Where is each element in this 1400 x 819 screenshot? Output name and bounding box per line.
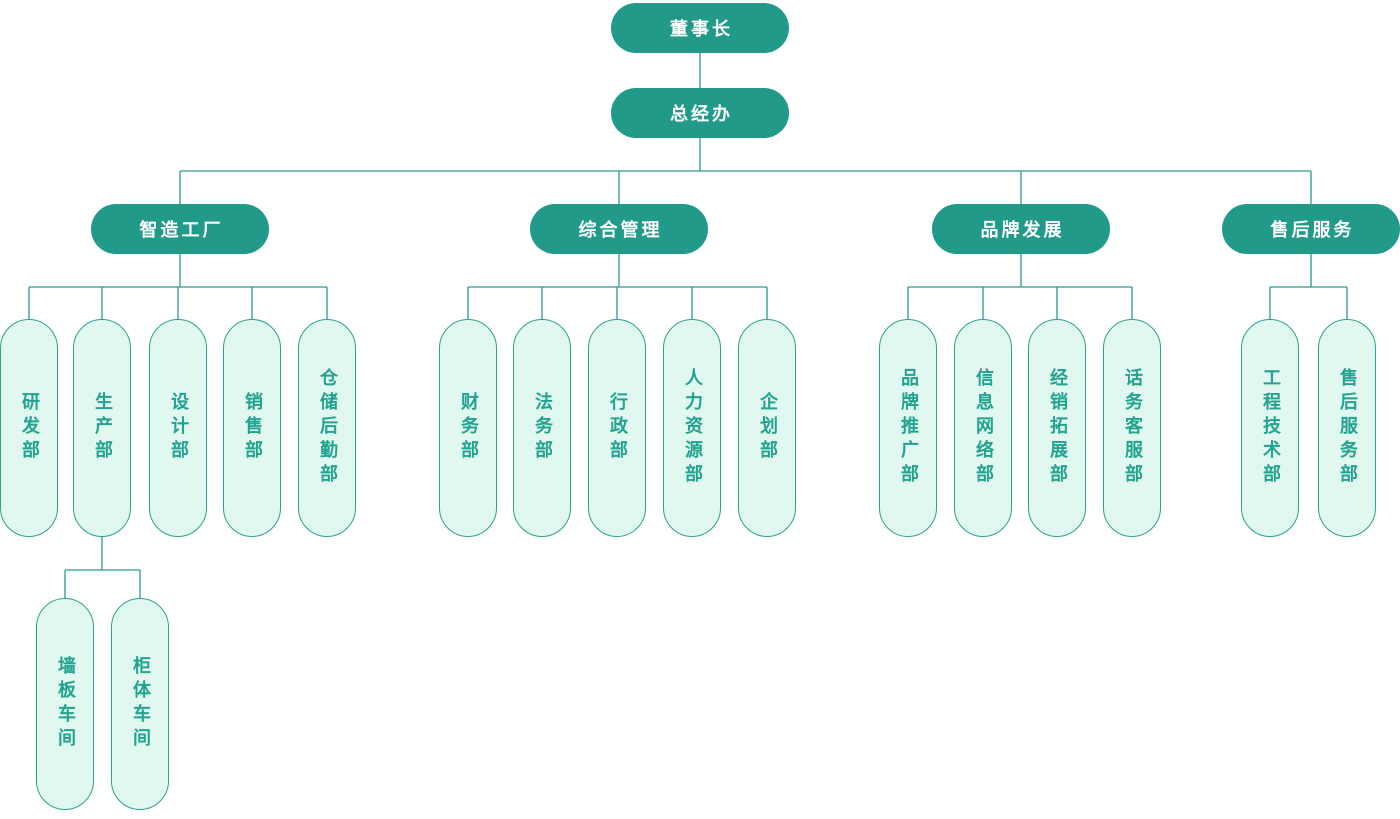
dept-planning-label: 企划部 [757, 392, 778, 464]
dept-sales[interactable]: 销售部 [223, 319, 281, 537]
branch-after-sales-label: 售后服务 [1270, 220, 1355, 241]
dept-rd-label: 研发部 [19, 392, 40, 464]
dept-admin-label: 行政部 [607, 392, 628, 464]
workshop-cabinet-label: 柜体车间 [130, 656, 151, 752]
dept-legal[interactable]: 法务部 [513, 319, 571, 537]
dept-dealer-expansion[interactable]: 经销拓展部 [1028, 319, 1086, 537]
dept-info-network-label: 信息网络部 [973, 368, 994, 488]
dept-call-service[interactable]: 话务客服部 [1103, 319, 1161, 537]
dept-after-sales-service-label: 售后服务部 [1337, 368, 1358, 488]
dept-hr-label: 人力资源部 [682, 368, 703, 488]
dept-sales-label: 销售部 [242, 392, 263, 464]
dept-production[interactable]: 生产部 [73, 319, 131, 537]
dept-hr[interactable]: 人力资源部 [663, 319, 721, 537]
dept-legal-label: 法务部 [532, 392, 553, 464]
dept-production-label: 生产部 [92, 392, 113, 464]
dept-finance-label: 财务部 [458, 392, 479, 464]
dept-info-network[interactable]: 信息网络部 [954, 319, 1012, 537]
branch-smart-factory-label: 智造工厂 [139, 220, 224, 241]
dept-engineering-tech-label: 工程技术部 [1260, 368, 1281, 488]
workshop-wall-panel-label: 墙板车间 [55, 656, 76, 752]
dept-dealer-expansion-label: 经销拓展部 [1047, 368, 1068, 488]
dept-planning[interactable]: 企划部 [738, 319, 796, 537]
branch-general-management[interactable]: 综合管理 [530, 204, 708, 254]
node-chairman-label: 董事长 [670, 19, 733, 40]
dept-design[interactable]: 设计部 [149, 319, 207, 537]
dept-brand-promotion-label: 品牌推广部 [898, 368, 919, 488]
node-chairman[interactable]: 董事长 [611, 3, 789, 53]
dept-rd[interactable]: 研发部 [0, 319, 58, 537]
branch-brand-development-label: 品牌发展 [980, 220, 1065, 241]
dept-design-label: 设计部 [168, 392, 189, 464]
dept-warehouse-logistics[interactable]: 仓储后勤部 [298, 319, 356, 537]
branch-brand-development[interactable]: 品牌发展 [932, 204, 1110, 254]
dept-brand-promotion[interactable]: 品牌推广部 [879, 319, 937, 537]
branch-after-sales[interactable]: 售后服务 [1222, 204, 1400, 254]
workshop-wall-panel[interactable]: 墙板车间 [36, 598, 94, 810]
dept-engineering-tech[interactable]: 工程技术部 [1241, 319, 1299, 537]
dept-after-sales-service[interactable]: 售后服务部 [1318, 319, 1376, 537]
branch-smart-factory[interactable]: 智造工厂 [91, 204, 269, 254]
node-gm-office-label: 总经办 [670, 104, 733, 125]
dept-call-service-label: 话务客服部 [1122, 368, 1143, 488]
node-gm-office[interactable]: 总经办 [611, 88, 789, 138]
branch-general-management-label: 综合管理 [578, 220, 663, 241]
dept-warehouse-logistics-label: 仓储后勤部 [317, 368, 338, 488]
dept-admin[interactable]: 行政部 [588, 319, 646, 537]
dept-finance[interactable]: 财务部 [439, 319, 497, 537]
workshop-cabinet[interactable]: 柜体车间 [111, 598, 169, 810]
